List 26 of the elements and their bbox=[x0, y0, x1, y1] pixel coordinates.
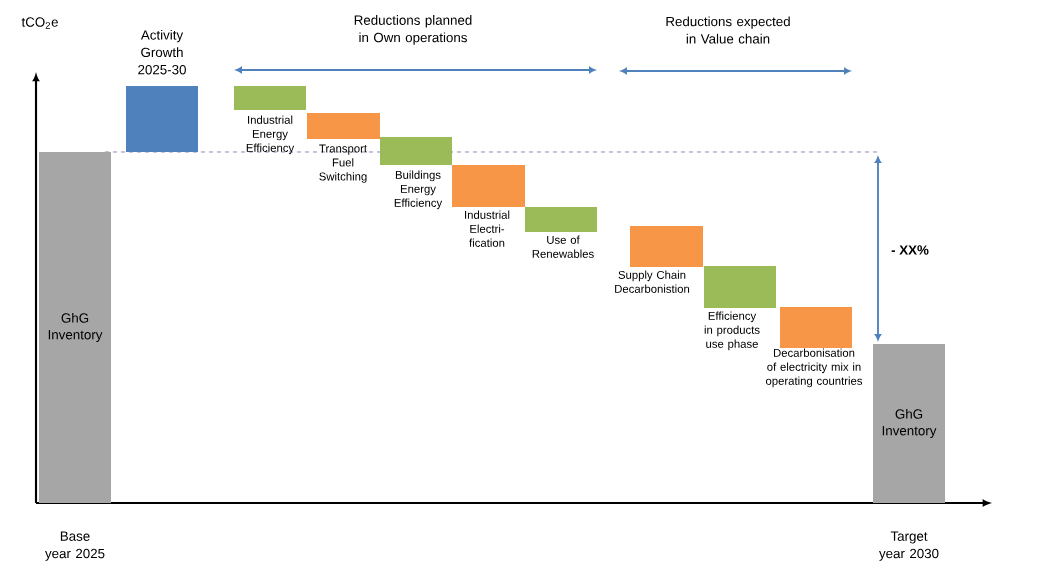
bar-caption: Industrial Electri- fication bbox=[465, 210, 510, 247]
bar-caption: Supply Chain Decarbonistion bbox=[615, 270, 690, 293]
bar-caption: Use of Renewables bbox=[532, 235, 594, 258]
bar-caption: Transport Fuel Switching bbox=[319, 144, 367, 183]
section-heading: Reductions expected in Value chain bbox=[666, 16, 790, 44]
bar bbox=[126, 86, 198, 152]
bar: GhG Inventory bbox=[873, 344, 945, 503]
bar-caption: Industrial Energy Efficiency bbox=[246, 115, 295, 155]
bar bbox=[307, 113, 380, 139]
bar-caption: Efficiency in products use phase bbox=[704, 311, 760, 351]
bar-caption: Decarbonisation of electricity mix in operating countries bbox=[765, 348, 863, 388]
unit-label: tCO$_{2}$e bbox=[21, 17, 58, 29]
bar bbox=[234, 86, 306, 110]
bar bbox=[525, 207, 597, 232]
bar bbox=[380, 137, 452, 165]
bar bbox=[704, 266, 776, 308]
bar-caption: Base year 2025 bbox=[45, 531, 105, 561]
bar bbox=[630, 226, 703, 267]
section-heading: Reductions planned in Own operations bbox=[354, 15, 472, 45]
bar-caption: Buildings Energy Efficiency bbox=[394, 170, 443, 210]
bar-caption: Target year 2030 bbox=[879, 531, 939, 561]
bar bbox=[452, 165, 525, 207]
bar-caption: Activity Growth 2025-30 bbox=[138, 29, 186, 75]
bar: GhG Inventory bbox=[39, 152, 111, 503]
reduction-label: - XX% bbox=[891, 245, 929, 255]
bar bbox=[780, 307, 852, 348]
